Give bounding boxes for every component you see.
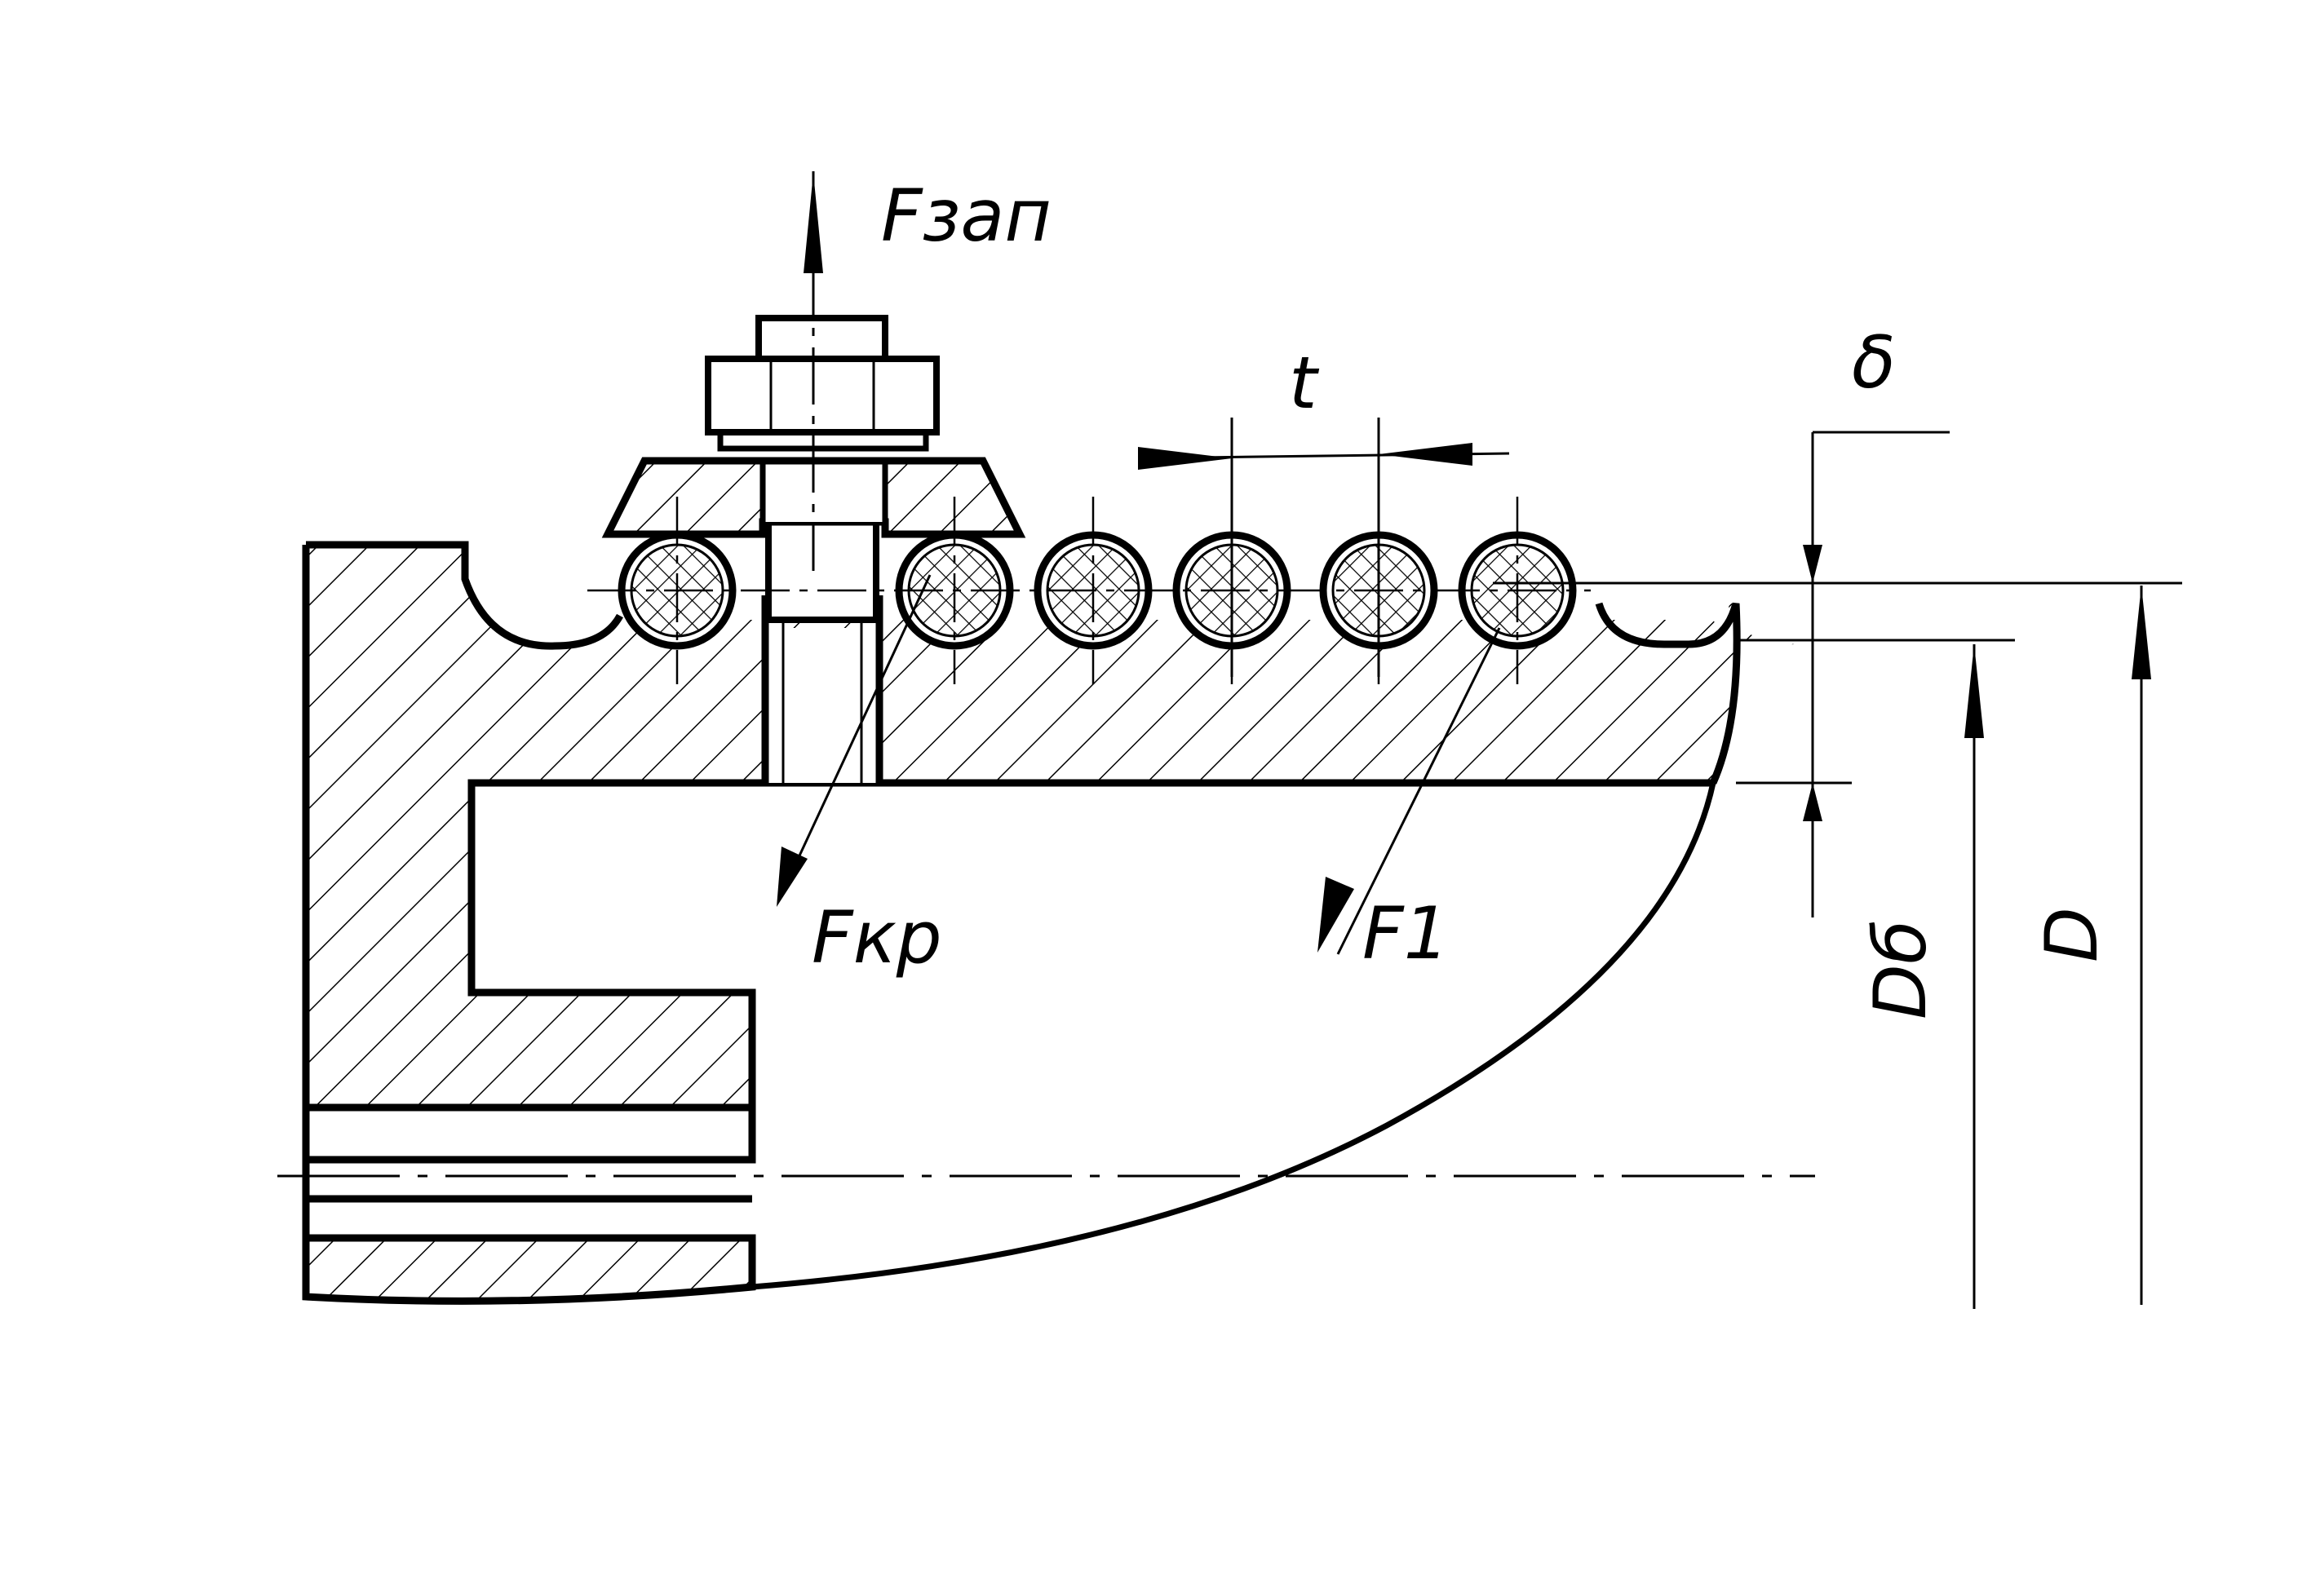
force-f1-arrow (1317, 627, 1501, 955)
bolt-shank (761, 519, 883, 783)
drum-diameter-d-dimension (2132, 586, 2151, 1305)
pitch-dimension (1137, 418, 1510, 677)
label-d: D (2030, 907, 2114, 962)
drum-diameter-db-dimension (1964, 644, 1984, 1309)
drum-section (277, 541, 1815, 1305)
label-delta: δ (1852, 321, 1896, 405)
force-f-kr-arrow (777, 574, 932, 907)
label-t: t (1289, 341, 1320, 425)
label-f-kr: Fкр (812, 895, 942, 979)
delta-dimension (1736, 431, 1950, 917)
force-f-zap-arrow (804, 171, 823, 571)
label-f-zap: Fзап (881, 174, 1052, 258)
label-db: Dб (1858, 920, 1942, 1019)
drum-profile-curve (751, 782, 1716, 1290)
drum-shell-section (306, 545, 1795, 1107)
nut (705, 315, 940, 452)
clamp-plate (601, 457, 1026, 538)
label-f1: F1 (1362, 891, 1450, 975)
